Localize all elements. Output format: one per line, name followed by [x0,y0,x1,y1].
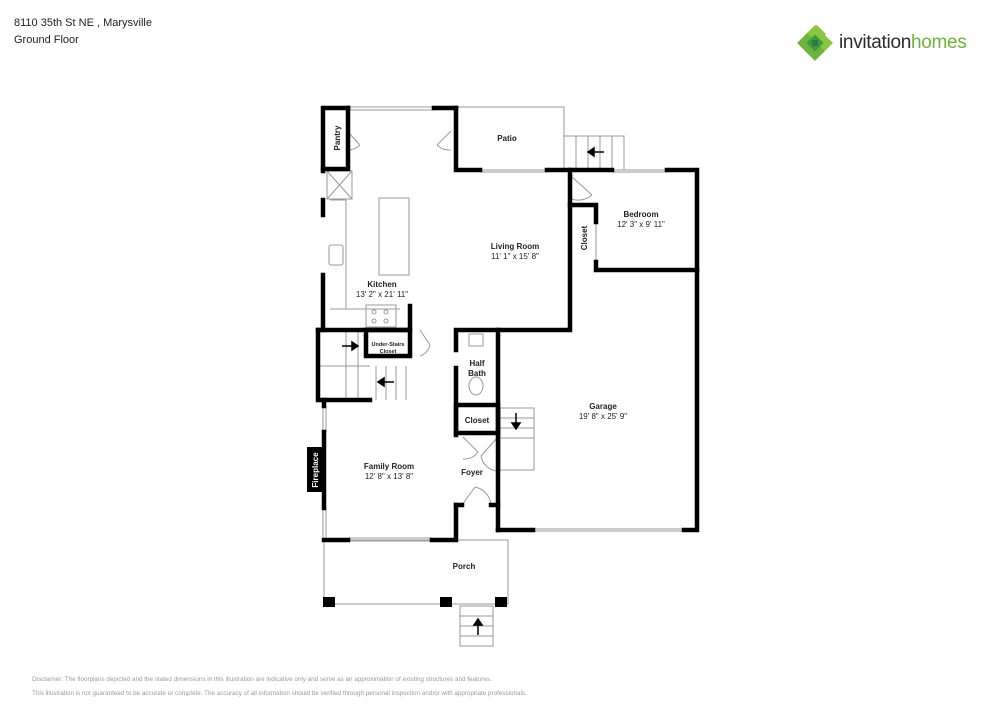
room-label-living-room: Living Room [491,242,539,251]
disclaimer-line-1: Disclaimer: The floorplans depicted and … [32,676,492,683]
room-label-patio: Patio [497,134,517,143]
room-dims-garage: 19' 8" x 25' 9" [579,412,627,421]
logo-diamond-icon [797,25,833,61]
room-label-pantry: Pantry [333,125,342,150]
room-dims-family-room: 12' 8" x 13' 8" [365,472,413,481]
room-label-half-bath-2: Bath [468,369,486,378]
disclaimer-line-2: This illustration is not guaranteed to b… [32,690,527,697]
room-dims-kitchen: 13' 2" x 21' 11" [356,290,408,299]
room-label-bedroom-closet: Closet [580,225,589,250]
room-label-family-room: Family Room [364,462,414,471]
room-label-foyer: Foyer [461,468,483,477]
room-label-half-bath-1: Half [469,359,484,368]
invitation-homes-logo: invitationhomes [797,25,967,61]
room-label-garage: Garage [589,402,617,411]
room-label-bedroom: Bedroom [623,210,658,219]
porch-outline [323,539,509,605]
kitchen-island [378,197,410,276]
room-label-under-stairs-2: Closet [380,349,397,355]
room-label-porch: Porch [453,562,476,571]
room-label-under-stairs-1: Under-Stairs [371,342,404,348]
room-label-foyer-closet: Closet [465,416,490,425]
floor-label: Ground Floor [14,34,79,46]
room-label-kitchen: Kitchen [367,280,396,289]
logo-wordmark: invitationhomes [839,32,967,53]
stove [365,304,397,328]
disclaimer: Disclaimer: The floorplans depicted and … [32,673,527,701]
property-address: 8110 35th St NE , Marysville [14,17,152,29]
room-label-fireplace: Fireplace [311,452,320,488]
room-dims-living-room: 11' 1" x 15' 8" [491,252,539,261]
property-header: 8110 35th St NE , Marysville Ground Floo… [14,15,152,49]
fireplace-block [307,447,324,492]
sink [328,244,344,266]
room-dims-bedroom: 12' 3" x 9' 11" [617,220,665,229]
